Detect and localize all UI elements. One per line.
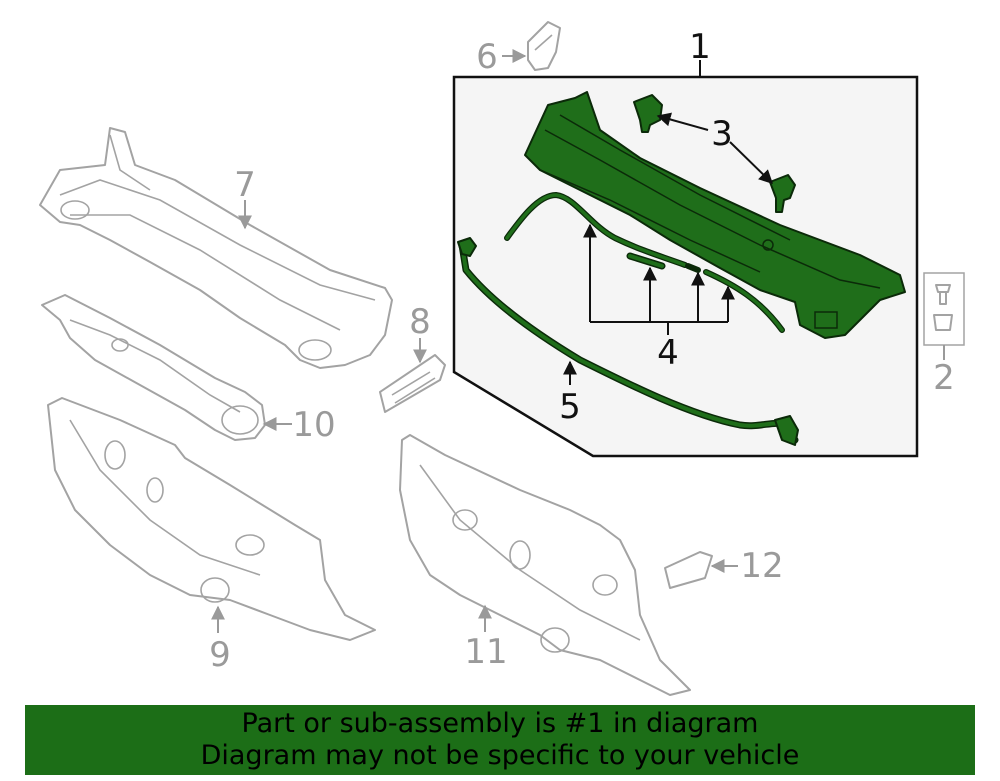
callout-12: 12 (740, 546, 783, 586)
info-banner: Part or sub-assembly is #1 in diagram Di… (25, 705, 975, 775)
callout-9: 9 (209, 635, 231, 675)
callout-5: 5 (559, 387, 581, 427)
callout-11: 11 (464, 632, 507, 672)
part-11-insulator (399, 434, 691, 696)
callout-10: 10 (292, 405, 335, 445)
leader-lines (211, 49, 945, 633)
part-2-fasteners (923, 272, 965, 346)
callout-8: 8 (409, 302, 431, 342)
part-5-seal (457, 237, 799, 446)
part-10-reinforcement (41, 294, 266, 441)
callout-2: 2 (933, 358, 955, 398)
part-7-cowl-panel (39, 127, 393, 369)
callout-6: 6 (476, 37, 498, 77)
banner-line-2: Diagram may not be specific to your vehi… (200, 740, 800, 771)
part-3-clips (633, 94, 796, 213)
callout-1: 1 (689, 27, 711, 67)
part-9-dash-panel (47, 397, 376, 641)
callout-4: 4 (657, 333, 679, 373)
banner-line-1: Part or sub-assembly is #1 in diagram (241, 708, 759, 739)
part-4-weatherstrips (504, 191, 785, 333)
part-6-clip (527, 21, 561, 71)
callout-3: 3 (711, 114, 733, 154)
part-8-bracket (379, 354, 446, 413)
part-1-cowl-grille (524, 91, 906, 339)
part-12-pad (664, 551, 713, 589)
callout-7: 7 (234, 165, 256, 205)
